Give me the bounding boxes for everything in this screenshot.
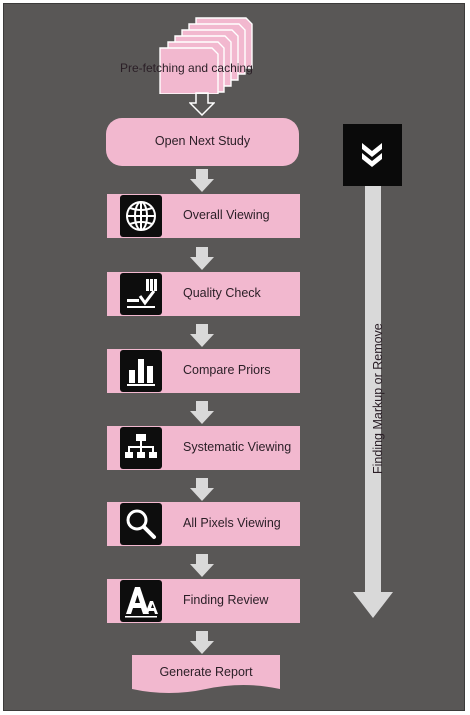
- step-label: All Pixels Viewing: [183, 516, 281, 530]
- step-label: Compare Priors: [183, 363, 271, 377]
- magnifier-icon: [120, 503, 162, 545]
- arrow-down: [190, 324, 214, 347]
- hierarchy-icon: [120, 427, 162, 469]
- arrow-down: [190, 554, 214, 577]
- arrow-down: [190, 401, 214, 424]
- quality-check-icon: [120, 273, 162, 315]
- stacked-pages-icon: [159, 17, 253, 94]
- step-quality-check: Quality Check: [107, 272, 300, 316]
- open-study-label: Open Next Study: [154, 134, 251, 148]
- font-aa-icon: [120, 580, 162, 622]
- step-label: Overall Viewing: [183, 208, 270, 222]
- arrow-down: [190, 247, 214, 270]
- globe-icon: [120, 195, 162, 237]
- bar-chart-icon: [120, 350, 162, 392]
- prefetch-label: Pre-fetching and caching: [120, 61, 253, 75]
- step-finding-review: Finding Review: [107, 579, 300, 623]
- step-overall-viewing: Overall Viewing: [107, 194, 300, 238]
- arrow-down: [190, 631, 214, 654]
- open-study-box: Open Next Study: [106, 118, 299, 166]
- step-label: Quality Check: [183, 286, 261, 300]
- side-long-arrow: [353, 186, 393, 618]
- step-all-pixels-viewing: All Pixels Viewing: [107, 502, 300, 546]
- arrow-down-outline: [189, 92, 215, 116]
- step-systematic-viewing: Systematic Viewing: [107, 426, 300, 470]
- finding-markup-label: Finding Markup or Remove: [371, 323, 385, 474]
- step-label: Systematic Viewing: [183, 440, 292, 454]
- arrow-down: [190, 169, 214, 192]
- generate-report-label: Generate Report: [159, 665, 253, 679]
- step-label: Finding Review: [183, 593, 269, 607]
- arrow-down: [190, 478, 214, 501]
- generate-report-shape: [132, 655, 280, 693]
- workflow-diagram: Pre-fetching and caching Open Next Study: [3, 3, 465, 711]
- double-chevron-down-icon: [343, 124, 402, 186]
- step-compare-priors: Compare Priors: [107, 349, 300, 393]
